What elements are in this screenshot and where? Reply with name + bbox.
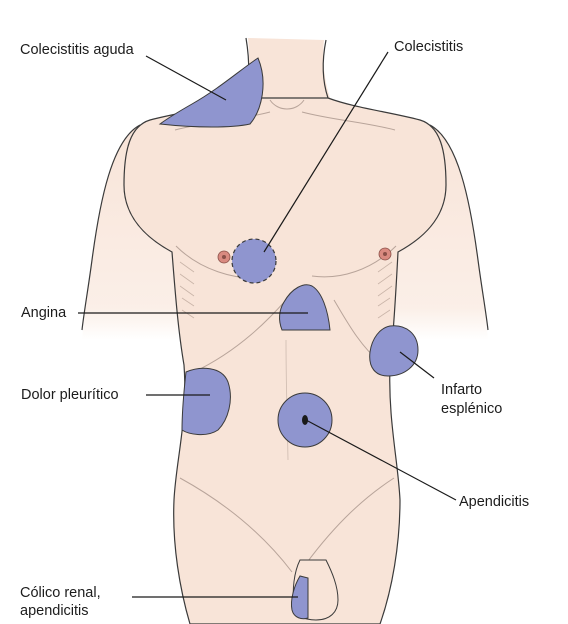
pain-area-epigastric — [279, 284, 331, 331]
sternal-notch — [269, 99, 305, 110]
label-cholecystitis: Colecistitis — [394, 39, 464, 55]
pain-area-spleen — [369, 325, 419, 377]
ribs-hatching-right — [377, 261, 393, 319]
ribs-hatching-left — [179, 261, 195, 319]
pain-area-left-flank — [181, 367, 231, 436]
linea-alba — [285, 339, 289, 461]
label-renal-colic-line2: apendicitis — [20, 603, 89, 619]
left-arm-outline — [81, 124, 141, 331]
navel — [302, 415, 308, 425]
inguinal-left — [179, 477, 293, 573]
neck — [246, 38, 330, 98]
leader-cholecystitis — [263, 51, 389, 253]
label-appendicitis: Apendicitis — [459, 494, 530, 510]
leader-acute-cholecystitis — [145, 55, 227, 101]
neck-right-outline — [322, 39, 329, 99]
pain-area-gallbladder — [231, 238, 277, 284]
label-pleuritic-pain: Dolor pleurítico — [21, 387, 119, 403]
label-renal-colic-line1: Cólico renal, — [20, 585, 101, 601]
label-acute-cholecystitis: Colecistitis aguda — [20, 42, 134, 58]
leader-splenic-infarct — [399, 351, 435, 379]
label-splenic-infarct-line2: esplénico — [441, 401, 503, 417]
left-nipple-center — [222, 255, 226, 259]
inguinal-right — [299, 477, 395, 573]
leader-appendicitis — [305, 419, 457, 501]
pain-area-groin — [291, 575, 309, 620]
label-splenic-infarct-line1: Infarto — [441, 382, 483, 398]
clavicle-right — [301, 111, 396, 131]
label-angina: Angina — [21, 305, 67, 321]
right-arm-outline — [429, 124, 489, 331]
right-nipple-center — [383, 252, 387, 256]
